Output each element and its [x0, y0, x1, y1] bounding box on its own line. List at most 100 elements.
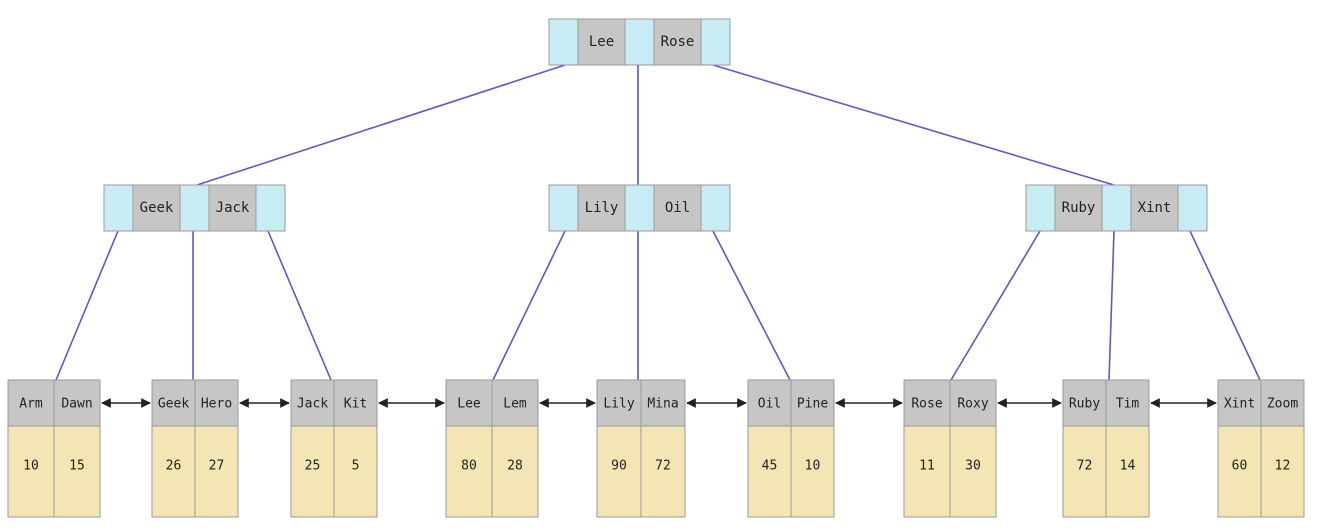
key-cell	[577, 18, 626, 66]
leaf-value-cell	[640, 425, 686, 518]
tree-edges	[55, 64, 1261, 381]
tree-edge	[1189, 230, 1261, 381]
leaf-value-label: 5	[352, 459, 360, 474]
leaf-key-cell	[194, 379, 239, 427]
tree-edge	[1108, 230, 1115, 381]
leaf-value-cell	[333, 425, 378, 518]
leaf-value-cell	[790, 425, 835, 518]
key-label: Lily	[585, 200, 619, 216]
tree-edge	[267, 230, 332, 381]
leaf-key-cell	[903, 379, 951, 427]
tree-edge	[55, 230, 119, 381]
leaf-node: Jack 25 Kit 5	[290, 379, 378, 518]
leaf-key-label: Rose	[911, 397, 942, 412]
leaf-key-cell	[596, 379, 642, 427]
leaf-key-label: Pine	[797, 397, 828, 412]
key-label: Rose	[661, 34, 695, 50]
key-cell	[653, 184, 702, 232]
leaf-key-label: Mina	[647, 397, 678, 412]
leaf-value-cell	[903, 425, 951, 518]
leaf-value-label: 11	[919, 459, 935, 474]
leaf-key-cell	[53, 379, 101, 427]
leaf-key-label: Arm	[19, 397, 43, 412]
leaf-key-label: Tim	[1116, 397, 1140, 412]
pointer-cell	[255, 184, 286, 232]
internal-node: Lily Oil	[548, 184, 731, 232]
leaf-value-cell	[596, 425, 642, 518]
leaf-value-cell	[7, 425, 55, 518]
key-label: Lee	[589, 34, 614, 50]
leaf-value-label: 72	[1077, 459, 1093, 474]
leaf-value-label: 30	[965, 459, 981, 474]
key-label: Geek	[140, 200, 174, 216]
pointer-cell	[548, 184, 579, 232]
key-cell	[653, 18, 702, 66]
pointer-cell	[1101, 184, 1132, 232]
leaf-value-cell	[1217, 425, 1262, 518]
leaf-key-label: Xint	[1224, 397, 1255, 412]
leaf-value-label: 27	[209, 459, 225, 474]
leaf-node: Arm 10 Dawn 15	[7, 379, 101, 518]
leaf-key-label: Oil	[758, 397, 781, 412]
leaf-value-label: 10	[805, 459, 821, 474]
internal-node: Geek Jack	[103, 184, 286, 232]
leaf-value-label: 15	[69, 459, 85, 474]
key-label: Ruby	[1062, 200, 1096, 216]
leaf-value-label: 25	[305, 459, 321, 474]
leaf-key-cell	[790, 379, 835, 427]
internal-node: Ruby Xint	[1025, 184, 1208, 232]
leaf-key-label: Zoom	[1267, 397, 1298, 412]
key-label: Jack	[216, 200, 250, 216]
leaf-value-label: 45	[762, 459, 778, 474]
leaf-value-label: 10	[23, 459, 39, 474]
leaf-key-label: Lily	[603, 397, 634, 412]
leaf-value-cell	[1105, 425, 1150, 518]
leaf-value-label: 26	[166, 459, 182, 474]
leaf-value-label: 60	[1232, 459, 1248, 474]
leaf-value-cell	[290, 425, 335, 518]
leaf-node: Lily 90 Mina 72	[596, 379, 686, 518]
key-label: Xint	[1138, 200, 1172, 216]
leaf-key-label: Jack	[297, 397, 328, 412]
leaf-key-cell	[151, 379, 196, 427]
tree-edge	[492, 230, 566, 381]
pointer-cell	[700, 184, 731, 232]
leaf-value-label: 72	[655, 459, 671, 474]
leaf-key-cell	[1260, 379, 1305, 427]
leaf-value-cell	[151, 425, 196, 518]
leaf-value-label: 90	[611, 459, 627, 474]
leaf-key-cell	[640, 379, 686, 427]
pointer-cell	[179, 184, 210, 232]
tree-edge	[196, 64, 566, 186]
key-label: Oil	[665, 200, 690, 216]
leaf-key-label: Geek	[158, 397, 189, 412]
leaf-value-cell	[53, 425, 101, 518]
leaf-key-cell	[1105, 379, 1150, 427]
leaf-value-cell	[1062, 425, 1107, 518]
leaf-value-cell	[491, 425, 539, 518]
tree-edge	[712, 230, 791, 381]
leaf-key-label: Ruby	[1069, 397, 1100, 412]
pointer-cell	[103, 184, 134, 232]
leaf-value-cell	[1260, 425, 1305, 518]
leaf-key-label: Roxy	[957, 397, 988, 412]
leaf-node: Xint 60 Zoom 12	[1217, 379, 1305, 518]
pointer-cell	[1025, 184, 1056, 232]
leaf-key-label: Hero	[201, 397, 232, 412]
leaf-value-label: 12	[1275, 459, 1291, 474]
tree-edge	[712, 64, 1115, 186]
leaf-node: Rose 11 Roxy 30	[903, 379, 997, 518]
leaf-value-cell	[949, 425, 997, 518]
leaf-key-label: Dawn	[61, 397, 92, 412]
leaf-value-cell	[747, 425, 792, 518]
pointer-cell	[1177, 184, 1208, 232]
leaf-key-label: Kit	[344, 397, 367, 412]
key-cell	[132, 184, 181, 232]
leaf-key-label: Lee	[457, 397, 481, 412]
pointer-cell	[624, 184, 655, 232]
leaf-value-cell	[194, 425, 239, 518]
